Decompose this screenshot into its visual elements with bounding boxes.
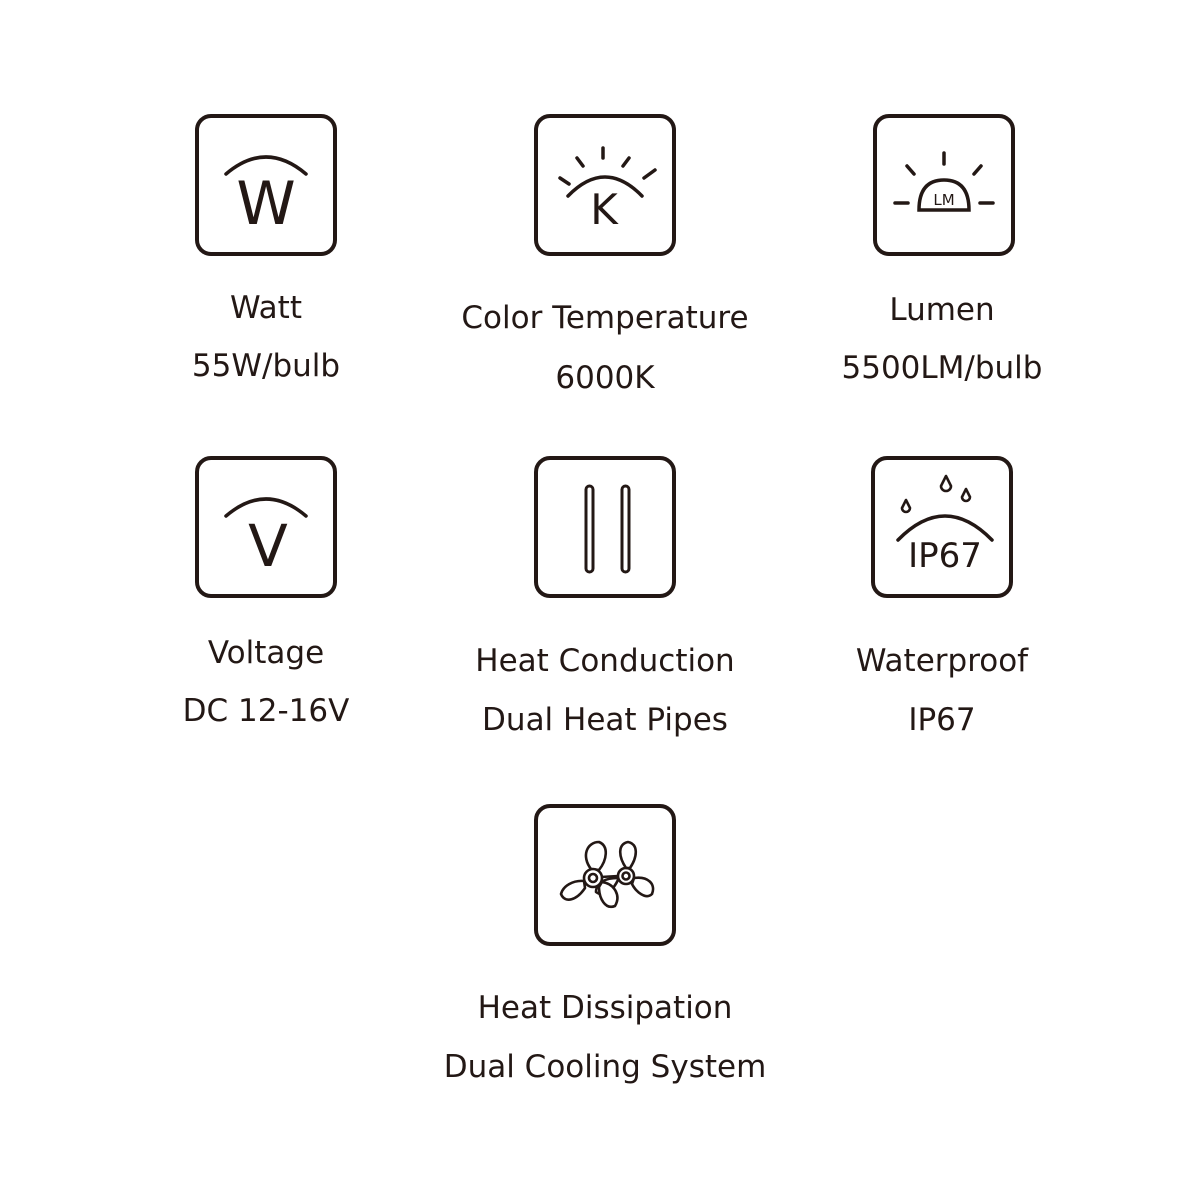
feature-label: Heat Dissipation bbox=[477, 990, 733, 1026]
heat-pipes-icon bbox=[534, 456, 676, 598]
feature-value: 5500LM/bulb bbox=[841, 350, 1043, 386]
feature-value: DC 12-16V bbox=[182, 693, 350, 729]
color-temperature-icon: K bbox=[534, 114, 676, 256]
feature-value: Dual Heat Pipes bbox=[482, 702, 728, 738]
feature-label: Voltage bbox=[207, 635, 325, 671]
feature-label: Color Temperature bbox=[461, 300, 749, 336]
feature-label: Lumen bbox=[889, 292, 995, 328]
feature-value: Dual Cooling System bbox=[443, 1049, 767, 1085]
feature-value: IP67 bbox=[908, 702, 976, 738]
feature-value: 6000K bbox=[555, 360, 655, 396]
lumen-glyph: LM bbox=[933, 191, 954, 209]
dual-fan-icon bbox=[534, 804, 676, 946]
watt-icon: W bbox=[195, 114, 337, 256]
voltage-icon: V bbox=[195, 456, 337, 598]
feature-label: Waterproof bbox=[855, 643, 1029, 679]
feature-label: Watt bbox=[230, 290, 302, 326]
feature-label: Heat Conduction bbox=[475, 643, 735, 679]
waterproof-glyph: IP67 bbox=[908, 536, 982, 576]
watt-glyph: W bbox=[236, 169, 295, 239]
waterproof-icon: IP67 bbox=[871, 456, 1013, 598]
color-temperature-glyph: K bbox=[590, 185, 619, 234]
lumen-icon: LM bbox=[873, 114, 1015, 256]
feature-value: 55W/bulb bbox=[191, 348, 341, 384]
voltage-glyph: V bbox=[248, 512, 288, 580]
